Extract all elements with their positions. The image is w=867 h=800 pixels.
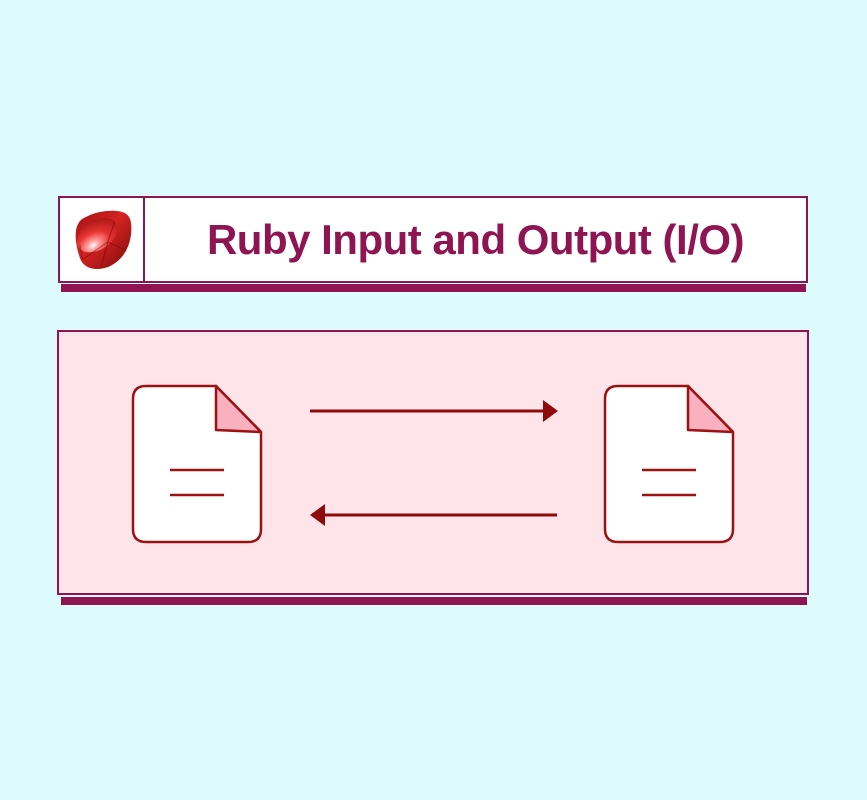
left-arrow-icon [310, 504, 557, 526]
document-icon [603, 384, 735, 544]
header-banner: Ruby Input and Output (I/O) [58, 196, 808, 283]
io-diagram-graphic [131, 384, 735, 544]
right-arrow-icon [310, 400, 558, 422]
title-cell: Ruby Input and Output (I/O) [145, 198, 806, 281]
io-diagram-panel [57, 330, 809, 595]
page-title: Ruby Input and Output (I/O) [206, 215, 745, 263]
logo-cell [60, 198, 145, 281]
document-icon [131, 384, 263, 544]
header-shadow-bar [61, 284, 806, 292]
ruby-gem-icon [75, 210, 131, 269]
diagram-shadow-bar [61, 597, 807, 605]
